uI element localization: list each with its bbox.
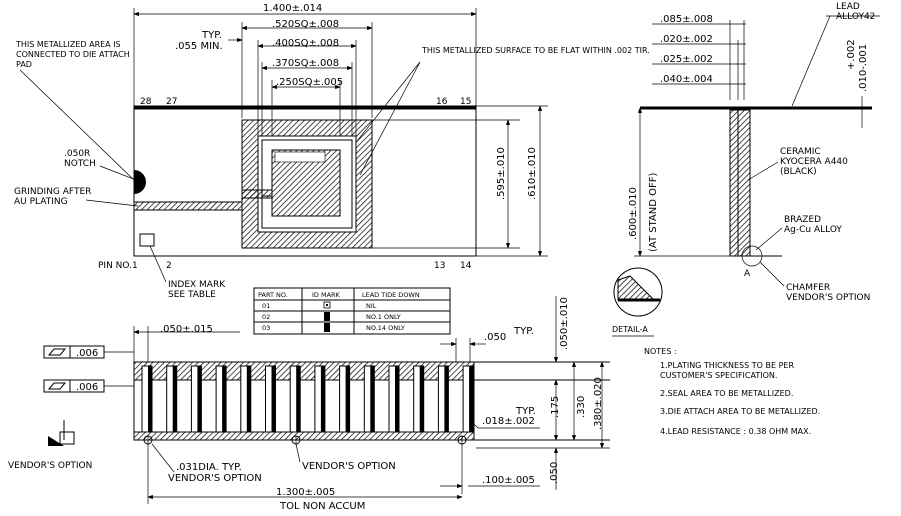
flat-tol-1: .006 — [76, 348, 98, 359]
chamfer-label: CHAMFER VENDOR'S OPTION — [786, 283, 870, 303]
notch-label: .050R NOTCH — [64, 149, 96, 169]
detail-label: DETAIL-A — [612, 325, 648, 334]
lead-shadow-12 — [419, 366, 424, 432]
table-row: 01 — [262, 302, 270, 310]
dim-100: .100±.005 — [482, 475, 535, 486]
table-row: NO.14 ONLY — [366, 324, 405, 332]
pin-28: 28 — [140, 97, 152, 107]
grinding-label: GRINDING AFTER AU PLATING — [14, 187, 94, 207]
pin-16: 16 — [436, 97, 448, 107]
typ-1: TYP. — [513, 326, 534, 337]
lead-shadow-9 — [345, 366, 350, 432]
dim-050-typ: .050 — [484, 332, 506, 343]
vendor-option-3: VENDOR'S OPTION — [302, 461, 396, 472]
table-row: NIL — [366, 302, 377, 310]
dim-610: .610±.010 — [527, 147, 538, 200]
note-3: 3.DIE ATTACH AREA TO BE METALLIZED. — [660, 407, 820, 416]
dim-175: .175 — [550, 396, 561, 418]
lead-shadow-5 — [246, 366, 251, 432]
lead-shadow-1 — [148, 366, 152, 432]
lead-array — [141, 365, 474, 433]
dim-025: .025±.002 — [660, 54, 713, 65]
note-metal-connected: THIS METALLIZED AREA IS CONNECTED TO DIE… — [15, 40, 130, 69]
dim-040: .040±.004 — [660, 74, 713, 85]
dim-050-015: .050±.015 — [160, 324, 213, 335]
note-4: 4.LEAD RESISTANCE : 0.38 OHM MAX. — [660, 427, 811, 436]
note-2: 2.SEAL AREA TO BE METALLIZED. — [660, 389, 793, 398]
table-row: 02 — [262, 313, 270, 321]
id-mark-table: PART NO. ID MARK LEAD TIDE DOWN 01 NIL 0… — [253, 287, 451, 335]
dim-370: .370SQ±.008 — [272, 58, 339, 69]
lead-shadow-14 — [469, 366, 474, 432]
lead-shadow-2 — [172, 366, 177, 432]
lead-shadow-8 — [320, 366, 325, 432]
pin-15: 15 — [460, 97, 471, 107]
dim-1300: 1.300±.005 — [276, 487, 335, 498]
brazed-label: BRAZED Ag-Cu ALLOY — [784, 215, 842, 235]
lead-shadow-11 — [395, 366, 399, 432]
pin-27: 27 — [166, 97, 177, 107]
table-header-id: ID MARK — [312, 291, 341, 299]
dim-085: .085±.008 — [660, 14, 713, 25]
dim-031: .031DIA. TYP. — [176, 462, 242, 473]
table-header-part: PART NO. — [258, 291, 288, 299]
lead-shadow-7 — [296, 366, 301, 432]
dim-018: .018±.002 — [482, 416, 535, 427]
point-a: A — [744, 269, 751, 279]
pin-13: 13 — [434, 261, 445, 271]
dim-600: .600±.010 — [628, 187, 639, 240]
dim-595: .595±.010 — [496, 147, 507, 200]
tol-plus: +.002 — [846, 39, 857, 70]
notes-title: NOTES : — [644, 347, 677, 356]
pin-1: PIN NO.1 — [98, 261, 138, 271]
at-stand-off: (AT STAND OFF) — [648, 172, 659, 252]
tol-minus: .010-.001 — [858, 44, 869, 92]
dim-520: .520SQ±.008 — [272, 19, 339, 30]
typ-2: TYP. — [515, 406, 536, 417]
dim-050-b: .050 — [549, 462, 560, 484]
bottom-view: .006 .006 VENDOR'S OPTION — [8, 296, 610, 512]
lead-shadow-3 — [197, 366, 202, 432]
side-view: .085±.008 .020±.002 .025±.002 .040±.004 … — [612, 2, 880, 337]
dim-050-010: .050±.010 — [559, 297, 570, 350]
lead-shadow-6 — [271, 366, 276, 432]
note-flat: THIS METALLIZED SURFACE TO BE FLAT WITHI… — [421, 46, 650, 55]
dim-330: .330 — [576, 396, 587, 418]
flat-tol-2: .006 — [76, 382, 98, 393]
table-row: 03 — [262, 324, 270, 332]
dim-400: .400SQ±.008 — [272, 38, 339, 49]
notes: NOTES : 1.PLATING THICKNESS TO BE PER CU… — [644, 347, 820, 436]
vendor-option-2: VENDOR'S OPTION — [168, 473, 262, 484]
tol-non-accum: TOL NON ACCUM — [279, 501, 365, 512]
dim-020: .020±.002 — [660, 34, 713, 45]
top-view: 1.400±.014 .520SQ±.008 .400SQ±.008 .370S… — [14, 3, 650, 300]
table-header-lead: LEAD TIDE DOWN — [362, 291, 420, 299]
pin-14: 14 — [460, 261, 472, 271]
lead-shadow-13 — [444, 366, 449, 432]
note-1: 1.PLATING THICKNESS TO BE PER CUSTOMER'S… — [660, 361, 797, 380]
dim-250: .250SQ±.005 — [276, 77, 343, 88]
lead-shadow-4 — [222, 366, 227, 432]
lead-shadow-10 — [370, 366, 375, 432]
pin-2: 2 — [166, 261, 172, 271]
dim-overall-width: 1.400±.014 — [263, 3, 322, 14]
ceramic-label: CERAMIC KYOCERA A440(BLACK) — [780, 147, 848, 177]
dim-min: .055 MIN. — [175, 41, 223, 52]
lead-label: LEAD ALLOY42 — [836, 2, 875, 22]
table-row: NO.1 ONLY — [366, 313, 401, 321]
dim-typ: TYP. — [201, 30, 222, 41]
dim-380: .380±.020 — [593, 377, 604, 430]
index-mark-label: INDEX MARK SEE TABLE — [168, 280, 228, 300]
vendor-option-1: VENDOR'S OPTION — [8, 461, 92, 471]
